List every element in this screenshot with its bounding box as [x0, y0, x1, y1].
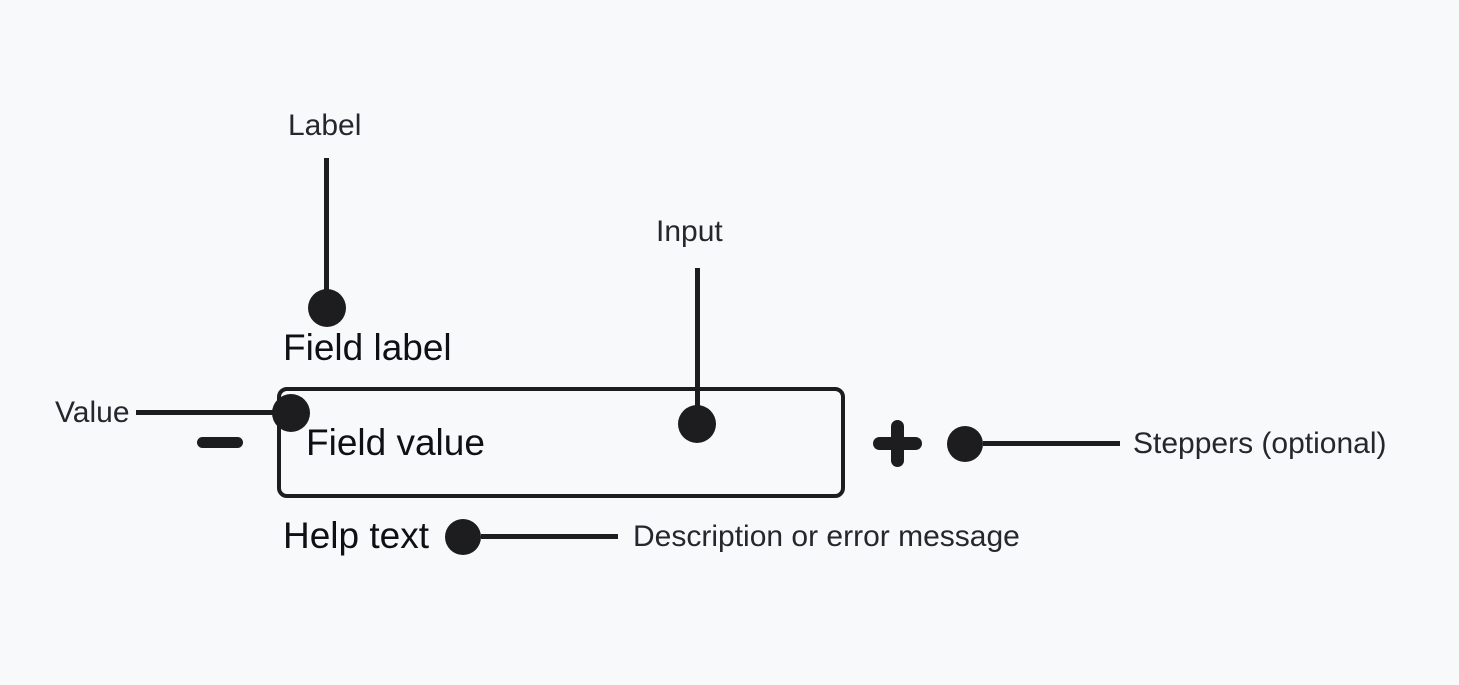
plus-stepper-icon-vertical-bar[interactable] — [891, 420, 904, 467]
annotation-label: Label — [288, 109, 362, 142]
value-connector-line — [136, 410, 291, 415]
field-input-box[interactable] — [277, 387, 845, 498]
label-connector-dot — [308, 289, 346, 327]
field-label: Field label — [283, 327, 452, 368]
minus-stepper-icon[interactable] — [197, 437, 243, 448]
help-connector-dot — [445, 519, 481, 555]
annotation-description: Description or error message — [633, 520, 1020, 553]
field-value-text: Field value — [306, 422, 485, 463]
input-connector-line — [695, 268, 700, 424]
steppers-connector-line — [983, 441, 1120, 446]
annotation-value: Value — [55, 396, 130, 429]
help-text: Help text — [283, 515, 430, 556]
input-connector-dot — [678, 405, 716, 443]
steppers-connector-dot — [947, 426, 983, 462]
label-connector-line — [324, 158, 329, 308]
help-connector-line — [481, 534, 618, 539]
value-connector-dot — [272, 394, 310, 432]
annotation-input: Input — [656, 215, 723, 248]
annotation-steppers: Steppers (optional) — [1133, 427, 1387, 460]
